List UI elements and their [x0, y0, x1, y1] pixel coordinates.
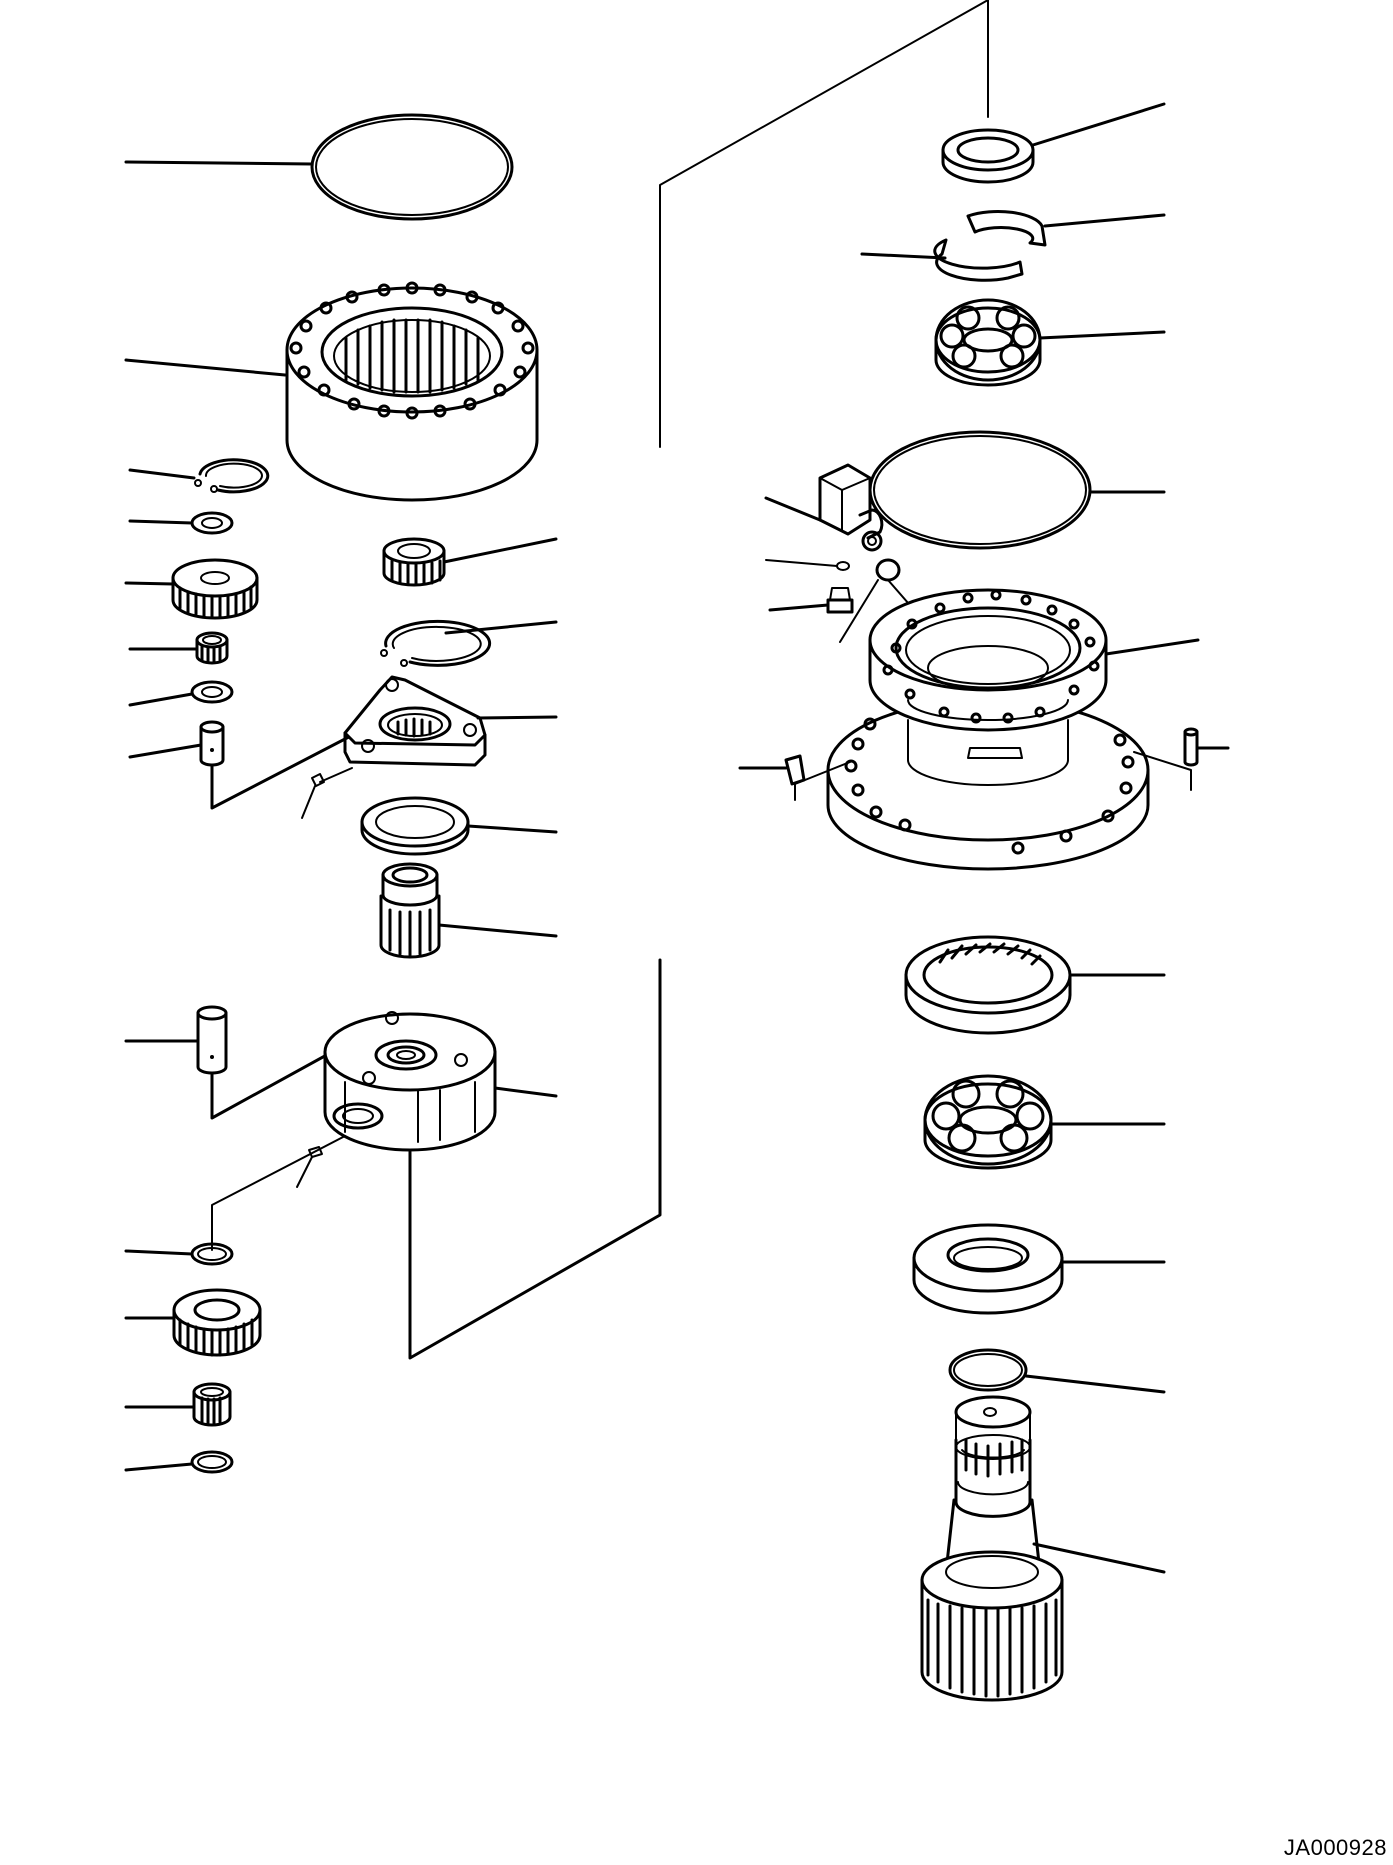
thrust-washer: [190, 680, 234, 704]
spacer-collar: [912, 1223, 1064, 1315]
o-ring-large: [868, 430, 1092, 550]
leader-line: [466, 824, 558, 834]
planet-gear: [171, 558, 259, 620]
o-ring-small: [836, 561, 850, 571]
ball-bearing: [934, 298, 1042, 387]
leader-line: [437, 923, 558, 938]
leader-line: [442, 537, 558, 564]
leader-line: [124, 1462, 194, 1472]
spring-pin: [296, 1146, 323, 1188]
dowel-pin: [1183, 727, 1199, 767]
breather-fitting: [826, 587, 854, 614]
leader-line: [128, 468, 196, 480]
leader-line: [1031, 102, 1166, 147]
o-ring-medium: [948, 1348, 1028, 1392]
leader-line: [124, 581, 175, 586]
leader-line: [408, 958, 662, 1360]
planet-carrier-1: [343, 675, 487, 767]
plug: [784, 754, 806, 786]
leader-line: [1032, 1542, 1166, 1574]
thrust-washer-large: [360, 796, 470, 856]
planet-carrier-2: [323, 1011, 497, 1152]
leader-line: [765, 559, 838, 567]
leader-line: [124, 1249, 194, 1256]
leader-line: [839, 579, 879, 643]
leader-line: [1133, 751, 1192, 791]
leader-line: [764, 496, 822, 522]
ball-bearing: [923, 1074, 1053, 1170]
leader-line: [794, 761, 851, 801]
ring-gear: [285, 281, 539, 502]
leader-line: [128, 519, 194, 525]
sun-gear: [379, 862, 441, 959]
leader-line: [1043, 213, 1166, 228]
leader-line: [124, 160, 314, 166]
bearing-race: [904, 935, 1072, 1035]
leader-line: [319, 767, 353, 783]
elbow-fitting: [818, 463, 884, 552]
snap-ring-large: [380, 619, 492, 667]
ball-plug: [875, 558, 901, 582]
leader-line: [210, 724, 372, 810]
leader-line: [860, 252, 947, 260]
thrust-washer: [190, 511, 234, 535]
needle-bearing: [195, 631, 229, 665]
leader-line: [128, 743, 203, 759]
needle-bearing: [192, 1382, 232, 1427]
spring-pin: [301, 773, 325, 819]
leader-line: [124, 358, 287, 377]
leader-line: [1038, 330, 1166, 340]
leader-line: [444, 620, 558, 635]
leader-line: [1104, 638, 1200, 656]
thrust-washer: [190, 1242, 234, 1266]
snap-ring-small: [194, 458, 270, 494]
leader-line: [1024, 1374, 1166, 1394]
thrust-washer: [190, 1450, 234, 1474]
leader-line: [493, 1086, 558, 1098]
leader-line: [768, 603, 830, 612]
leader-line: [128, 692, 194, 707]
motor-case-housing: [826, 588, 1150, 871]
leader-line: [659, 0, 989, 448]
leader-line: [210, 1028, 374, 1120]
o-ring-large-top: [310, 113, 514, 221]
oil-seal: [941, 128, 1035, 184]
leader-line: [476, 715, 558, 720]
figure-id-label: JA000928: [1283, 1835, 1387, 1860]
needle-bearing: [382, 537, 446, 587]
output-shaft: [920, 1395, 1064, 1702]
shaft-pin: [199, 720, 225, 767]
split-collar: [933, 209, 1047, 282]
leader-line: [211, 1135, 346, 1251]
planet-gear: [172, 1288, 262, 1357]
shaft-pin: [196, 1005, 228, 1075]
